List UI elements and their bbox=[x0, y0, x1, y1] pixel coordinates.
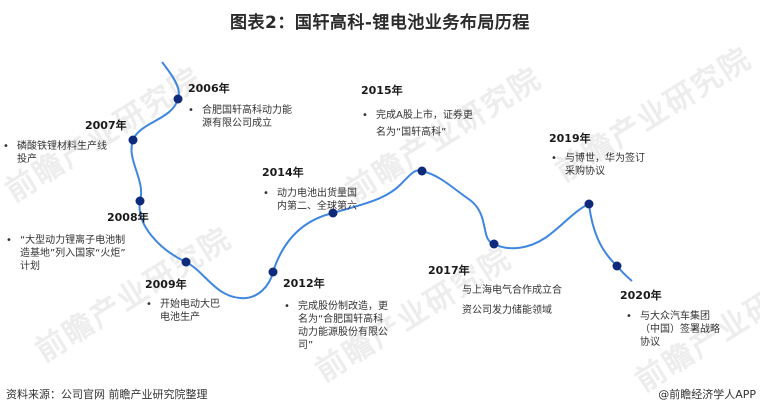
desc-line: 电池生产 bbox=[160, 312, 200, 323]
milestone-dot-2015 bbox=[417, 166, 427, 176]
milestone-desc: 合肥国轩高科动力能 源有限公司成立 bbox=[188, 104, 312, 130]
milestone-dot-2008 bbox=[135, 196, 145, 206]
milestone-desc: 开始电动大巴 电池生产 bbox=[146, 298, 240, 324]
milestone-year: 2009年 bbox=[145, 278, 187, 291]
milestone-desc: 与上海电气合作成立合 资公司发力储能领域 bbox=[462, 281, 582, 321]
desc-line: 与博世，华为签订 bbox=[565, 153, 645, 164]
desc-line: 磷酸铁锂材料生产线 bbox=[17, 141, 107, 152]
desc-line: 完成A股上市，证券更 bbox=[376, 110, 473, 121]
milestone-year: 2017年 bbox=[428, 264, 470, 277]
desc-line: 与大众汽车集团 bbox=[640, 311, 710, 322]
milestone-year: 2020年 bbox=[620, 289, 662, 302]
milestone-dot-2019 bbox=[584, 199, 594, 209]
milestone-desc: 与大众汽车集团 （中国）签署战略 协议 bbox=[626, 310, 740, 349]
desc-line: 动力能源股份有限公 bbox=[298, 327, 388, 338]
milestone-desc: 完成A股上市，证券更 名为“国轩高科” bbox=[362, 107, 486, 141]
source-note: 资料来源：公司官网 前瞻产业研究院整理 bbox=[6, 388, 208, 401]
milestone-dot-2009 bbox=[181, 257, 191, 267]
desc-line: 内第二、全球第六 bbox=[277, 201, 357, 212]
milestone-year: 2019年 bbox=[549, 132, 591, 145]
desc-line: 与上海电气合作成立合 bbox=[462, 285, 562, 296]
desc-line: 协议 bbox=[640, 337, 660, 348]
desc-line: 造基地”列入国家“火炬” bbox=[20, 248, 126, 259]
milestone-desc: “大型动力锂离子电池制 造基地”列入国家“火炬” 计划 bbox=[6, 234, 150, 273]
desc-line: 名为“合肥国轩高科 bbox=[298, 314, 384, 325]
desc-line: 动力电池出货量国 bbox=[277, 188, 357, 199]
milestone-year: 2008年 bbox=[107, 211, 149, 224]
milestone-dot-2017 bbox=[489, 239, 499, 249]
desc-line: 源有限公司成立 bbox=[202, 118, 272, 129]
desc-line: 采购协议 bbox=[565, 166, 605, 177]
milestone-year: 2006年 bbox=[188, 82, 230, 95]
desc-line: 资公司发力储能领域 bbox=[462, 305, 552, 316]
milestone-dot-2012 bbox=[268, 267, 278, 277]
desc-line: 计划 bbox=[20, 261, 40, 272]
milestone-year: 2007年 bbox=[85, 119, 127, 132]
desc-line: 开始电动大巴 bbox=[160, 299, 220, 310]
desc-line: “大型动力锂离子电池制 bbox=[20, 235, 126, 246]
page-title: 图表2：国轩高科-锂电池业务布局历程 bbox=[230, 13, 530, 33]
milestone-desc: 磷酸铁锂材料生产线 投产 bbox=[3, 140, 127, 166]
desc-line: 名为“国轩高科” bbox=[376, 127, 447, 138]
desc-line: （中国）签署战略 bbox=[640, 324, 720, 335]
milestone-desc: 完成股份制改造，更 名为“合肥国轩高科 动力能源股份有限公 司” bbox=[284, 300, 408, 352]
desc-line: 投产 bbox=[17, 154, 37, 165]
milestone-year: 2015年 bbox=[361, 84, 403, 97]
credit-note: @前瞻经济学人APP bbox=[658, 388, 756, 401]
milestone-desc: 与博世，华为签订 采购协议 bbox=[551, 152, 665, 178]
milestone-year: 2012年 bbox=[283, 277, 325, 290]
milestone-dot-2020 bbox=[612, 261, 622, 271]
milestone-desc: 动力电池出货量国 内第二、全球第六 bbox=[263, 187, 367, 213]
desc-line: 完成股份制改造，更 bbox=[298, 301, 388, 312]
desc-line: 司” bbox=[298, 340, 314, 351]
milestone-year: 2014年 bbox=[262, 166, 304, 179]
milestone-dot-2006 bbox=[173, 94, 183, 104]
milestone-dot-2007 bbox=[128, 135, 138, 145]
desc-line: 合肥国轩高科动力能 bbox=[202, 105, 292, 116]
